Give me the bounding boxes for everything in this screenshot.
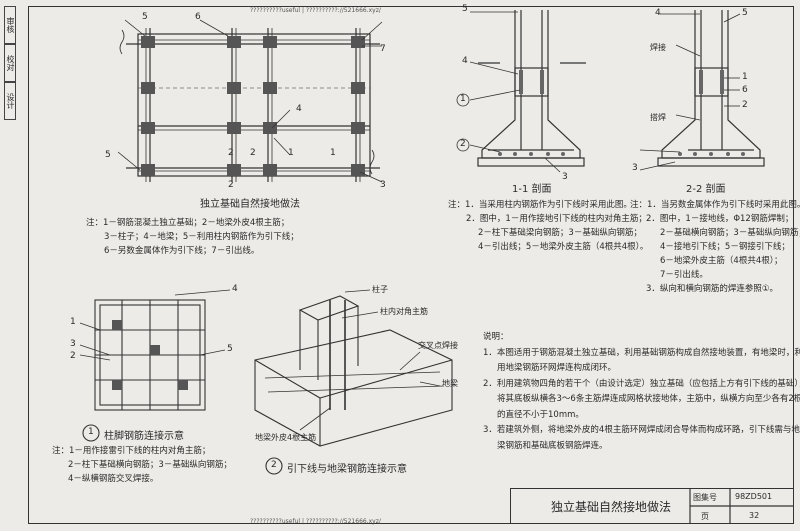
- plan-label-1: 1: [288, 148, 294, 158]
- s22-label-3: 3: [632, 163, 638, 173]
- d1-label-2: 2: [70, 351, 76, 361]
- s11-label-5: 5: [462, 4, 468, 14]
- detail2-number: 2: [271, 460, 277, 470]
- explanation-line: 将其底板纵横各3～6条主筋焊连成网格状接地体，主筋中，纵横方向至少各有2根钢筋: [497, 394, 800, 404]
- d1-label-5: 5: [227, 344, 233, 354]
- plan-label-7: 7: [380, 44, 386, 54]
- detail2-caption: 引下线与地梁钢筋连接示意: [287, 464, 407, 475]
- note-line: 7－引出线。: [660, 270, 708, 280]
- s22-label-weld: 焊接: [650, 43, 666, 52]
- plan-label-3: 3: [380, 180, 386, 190]
- s22-label-lap-weld: 搭焊: [650, 113, 666, 122]
- explanation-heading: 说明：: [483, 332, 509, 342]
- sidebar-cell: 校对: [4, 44, 16, 82]
- d2-label-cross-weld: 交叉点焊接: [418, 341, 458, 350]
- watermark-bottom: ??????????useful | ??????????://521666.x…: [250, 518, 381, 525]
- atlas-number: 98ZD501: [735, 492, 773, 501]
- s11-label-3: 3: [562, 172, 568, 182]
- plan-notes: 注：1－钢筋混凝土独立基础；2－地梁外皮4根主筋； 3－柱子；4－地梁；5－利用…: [86, 216, 299, 258]
- section-mark: 1: [330, 148, 336, 158]
- s22-label-5: 5: [742, 8, 748, 18]
- plan-label-6: 6: [195, 12, 201, 22]
- title-block: 独立基础自然接地做法 图集号 98ZD501 页 32: [510, 488, 794, 524]
- plan-label-5: 5: [142, 12, 148, 22]
- note-line: 3．纵向和横向钢筋的焊连参照①。: [646, 284, 779, 294]
- explanation: 说明： 1．本图适用于钢筋混凝土独立基础，利用基础钢筋构成自然接地装置，有地梁时…: [483, 330, 800, 454]
- plan-label-2: 2: [250, 148, 256, 158]
- page-number: 32: [749, 511, 760, 520]
- d2-label-column: 柱子: [372, 285, 388, 294]
- detail1-notes: 注：1－用作接雷引下线的柱内对角主筋； 2－柱下基础横向钢筋；3－基础纵向钢筋；…: [52, 444, 232, 486]
- page-label: 页: [701, 512, 709, 521]
- note-line: 4－引出线；5－地梁外皮主筋（4根共4根）。: [478, 242, 649, 252]
- explanation-line: 3．若建筑外侧，将地梁外皮的4根主筋环网焊成闭合导体而构成环路，引下线需与地: [483, 425, 800, 435]
- note-line: 注：1．当另数金属体作为引下线时采用此图。: [630, 200, 800, 210]
- note-line: 2．图中，1－接地线，Φ12钢筋焊制；: [646, 214, 794, 224]
- note-line: 6－另数金属体作为引下线；7－引出线。: [104, 246, 260, 256]
- s11-label-1: 1: [460, 94, 466, 104]
- note-line: 2．图中，1－用作接地引下线的柱内对角主筋；: [466, 214, 647, 224]
- note-line: 3－柱子；4－地梁；5－利用柱内钢筋作为引下线；: [104, 232, 299, 242]
- section22-title: 2-2 剖面: [686, 184, 726, 195]
- d2-label-corner-bar: 柱内对角主筋: [380, 307, 428, 316]
- sidebar-cell: 设计: [4, 82, 16, 120]
- note-line: 6－地梁外皮主筋（4根共4根）；: [660, 256, 783, 266]
- explanation-line: 2．利用建筑物四角的若干个（由设计选定）独立基础（应包括上方有引下线的基础），: [483, 378, 800, 389]
- watermark-top: ??????????useful | ??????????://521666.x…: [250, 7, 381, 14]
- explanation-line: 1．本图适用于钢筋混凝土独立基础，利用基础钢筋构成自然接地装置，有地梁时，利: [483, 347, 800, 358]
- s11-label-2: 2: [460, 139, 466, 149]
- s22-label-6: 6: [742, 85, 748, 95]
- s22-label-1: 1: [742, 72, 748, 82]
- note-line: 2－柱下基础梁向钢筋；3－基础纵向钢筋；: [478, 228, 642, 238]
- atlas-label: 图集号: [693, 493, 717, 502]
- plan-label-5b: 5: [105, 150, 111, 160]
- detail1-number: 1: [88, 427, 94, 437]
- drawing-title: 独立基础自然接地做法: [551, 500, 672, 514]
- note-line: 2－柱下基础横向钢筋；3－基础纵向钢筋；: [68, 460, 232, 470]
- sidebar-cell: 审核: [4, 6, 16, 44]
- section11-title: 1-1 剖面: [512, 184, 552, 195]
- plan-label-4: 4: [296, 104, 302, 114]
- approval-sidebar: 审核 校对 设计: [4, 6, 28, 156]
- d1-label-3: 3: [70, 339, 76, 349]
- s22-label-2: 2: [742, 100, 748, 110]
- explanation-line: 梁钢筋和基础底板钢筋焊连。: [497, 440, 608, 451]
- section-mark: 2: [228, 180, 234, 190]
- explanation-line: 的直径不小于10mm。: [497, 409, 584, 420]
- s22-label-4: 4: [655, 8, 661, 18]
- section-mark: 2: [228, 148, 234, 158]
- explanation-line: 用地梁钢筋环网焊连构成闭环。: [497, 363, 617, 373]
- section22-notes: 注：1．当另数金属体作为引下线时采用此图。 2．图中，1－接地线，Φ12钢筋焊制…: [630, 198, 800, 296]
- d1-label-4: 4: [232, 284, 238, 294]
- note-line: 注：1－用作接雷引下线的柱内对角主筋；: [52, 446, 211, 456]
- d2-label-ground-beam: 地梁: [442, 379, 458, 388]
- section11-notes: 注：1．当采用柱内钢筋作为引下线时采用此图。 2．图中，1－用作接地引下线的柱内…: [448, 198, 648, 254]
- drawing-frame: [28, 6, 794, 524]
- d1-label-1: 1: [70, 317, 76, 327]
- note-line: 4－纵横钢筋交叉焊接。: [68, 474, 159, 484]
- detail1-caption: 柱脚钢筋连接示意: [104, 431, 184, 442]
- plan-caption: 独立基础自然接地做法: [200, 199, 300, 210]
- note-line: 注：1－钢筋混凝土独立基础；2－地梁外皮4根主筋；: [86, 218, 290, 228]
- note-line: 2－基础横向钢筋；3－基础纵向钢筋；: [660, 228, 800, 238]
- d2-label-beam-bars: 地梁外皮4根主筋: [255, 433, 317, 442]
- s11-label-4: 4: [462, 56, 468, 66]
- note-line: 注：1．当采用柱内钢筋作为引下线时采用此图。: [448, 200, 632, 210]
- note-line: 4－接地引下线；5－钢接引下线；: [660, 242, 790, 252]
